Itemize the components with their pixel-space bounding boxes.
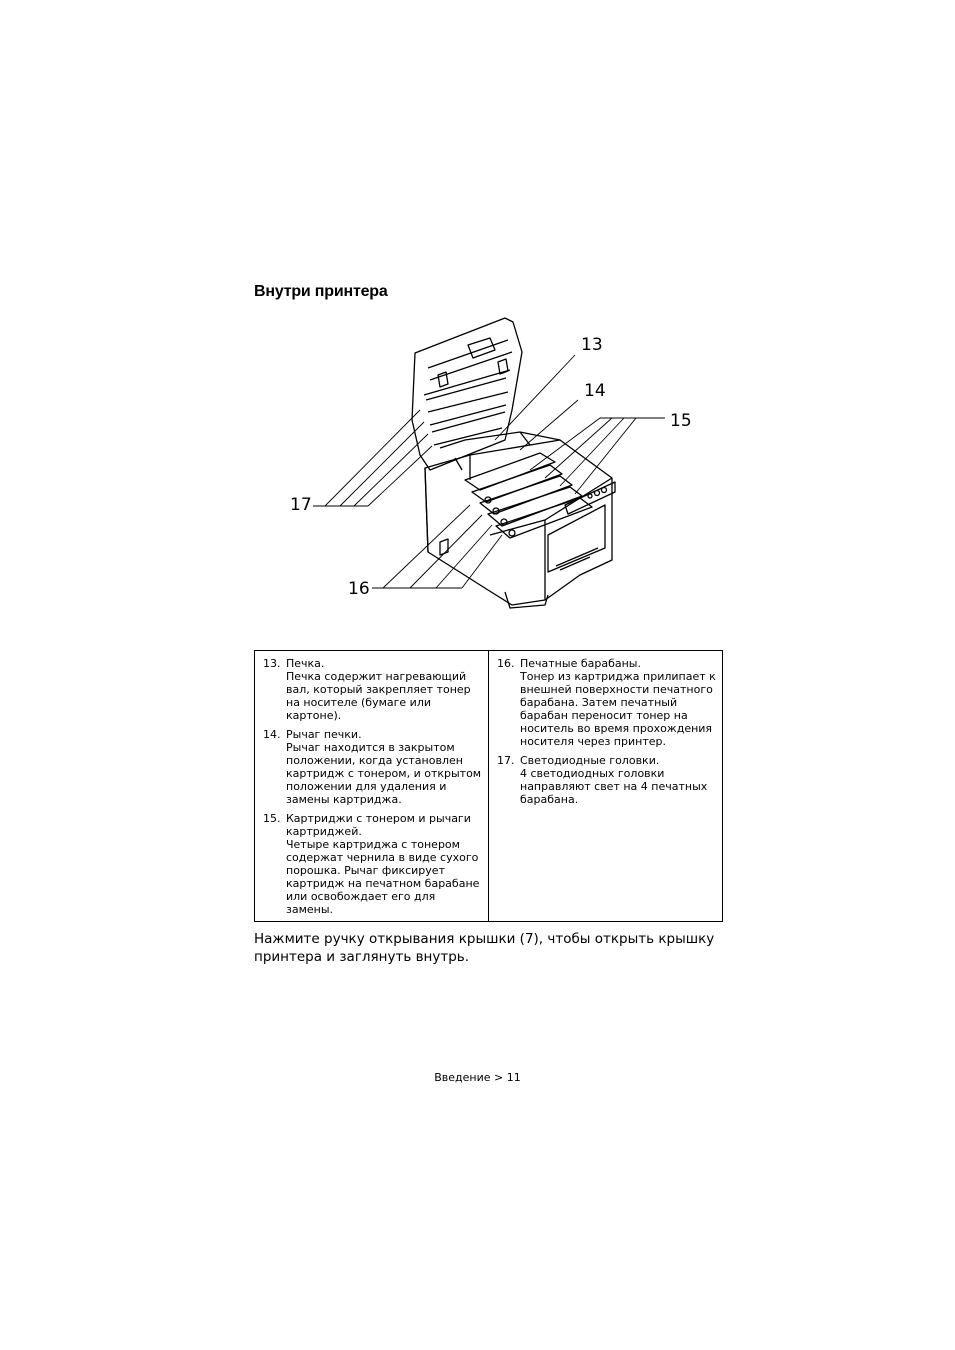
- legend-item-description: 4 светодиодных головки направляют свет н…: [520, 767, 708, 806]
- legend-column-right: 16. Печатные барабаны. Тонер из картридж…: [489, 651, 722, 921]
- callout-15: 15: [670, 411, 692, 431]
- callout-13: 13: [581, 335, 603, 355]
- legend-item-title: Картриджи с тонером и рычаги картриджей.: [286, 812, 471, 838]
- legend-item-number: 13.: [263, 657, 281, 670]
- instruction-paragraph: Нажмите ручку открывания крышки (7), что…: [254, 931, 715, 965]
- legend-item-title: Печатные барабаны.: [520, 657, 641, 670]
- legend-column-left: 13. Печка. Печка содержит нагревающий ва…: [255, 651, 489, 921]
- section-heading: Внутри принтера: [254, 283, 388, 300]
- legend-item: 13. Печка. Печка содержит нагревающий ва…: [263, 657, 488, 722]
- cartridges: [464, 452, 593, 539]
- printer-body: [424, 439, 613, 606]
- legend-item-number: 15.: [263, 812, 281, 825]
- legend-item-number: 14.: [263, 728, 281, 741]
- callout-14: 14: [584, 381, 606, 401]
- legend-item-title: Рычаг печки.: [286, 728, 362, 741]
- legend-item-description: Четыре картриджа с тонером содержат черн…: [286, 838, 480, 916]
- legend-item-description: Печка содержит нагревающий вал, который …: [286, 670, 471, 722]
- legend-item-title: Светодиодные головки.: [520, 754, 660, 767]
- legend-item-description: Рычаг находится в закрытом положении, ко…: [286, 741, 482, 806]
- legend-item-description: Тонер из картриджа прилипает к внешней п…: [520, 670, 716, 748]
- legend-item-number: 16.: [497, 657, 515, 670]
- page-footer: Введение > 11: [434, 1071, 521, 1084]
- legend-item: 15. Картриджи с тонером и рычаги картрид…: [263, 812, 488, 916]
- open-top-cover: [411, 317, 523, 471]
- callout-16: 16: [348, 579, 370, 599]
- legend-item: 14. Рычаг печки. Рычаг находится в закры…: [263, 728, 488, 806]
- callout-17: 17: [290, 495, 312, 515]
- control-panel: [564, 481, 616, 515]
- legend-item: 16. Печатные барабаны. Тонер из картридж…: [497, 657, 722, 748]
- legend-item: 17. Светодиодные головки. 4 светодиодных…: [497, 754, 722, 806]
- legend-item-number: 17.: [497, 754, 515, 767]
- printer-interior-illustration: 13 14 15 16 17: [290, 317, 692, 609]
- legend-table: 13. Печка. Печка содержит нагревающий ва…: [254, 650, 723, 922]
- legend-item-title: Печка.: [286, 657, 325, 670]
